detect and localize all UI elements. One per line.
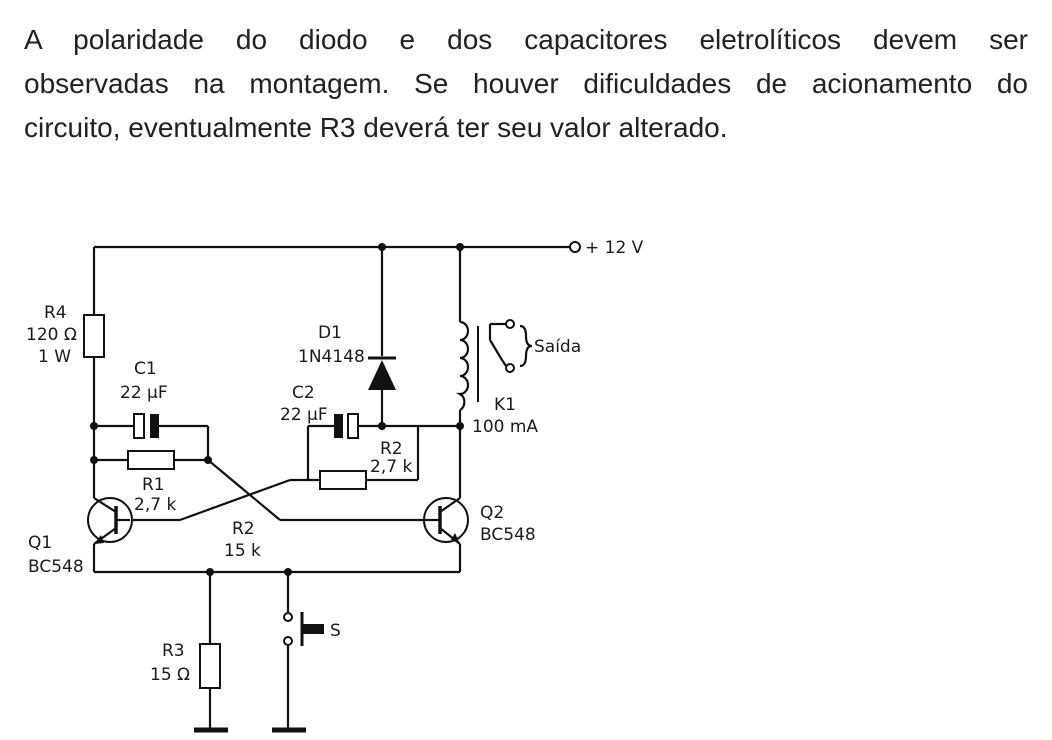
- c1-value: 22 µF: [120, 383, 168, 403]
- resistor-r1: R1 2,7 k: [90, 450, 212, 515]
- resistor-r4: R4 120 Ω 1 W: [26, 247, 105, 498]
- r1-name: R1: [142, 475, 165, 495]
- supply-rail: + 12 V: [94, 238, 644, 258]
- resistor-r3: R3 15 Ω: [150, 572, 228, 733]
- q2-name: Q2: [480, 503, 504, 523]
- capacitor-c2: C2 22 µF: [280, 383, 464, 480]
- circuit-diagram: + 12 V R4 120 Ω 1 W C1 22 µF R1 2,7 k: [26, 238, 644, 733]
- k1-output-label: Saída: [534, 337, 581, 357]
- r2-top-value: 2,7 k: [370, 457, 412, 477]
- r4-name: R4: [44, 303, 67, 323]
- r2-mid-name: R2: [232, 519, 255, 539]
- c1-name: C1: [134, 359, 157, 379]
- emitter-rail: [94, 568, 460, 576]
- r2-top-name: R2: [380, 439, 403, 459]
- instruction-paragraph: A polaridade do diodo e dos capacitores …: [24, 18, 1028, 150]
- r3-name: R3: [162, 641, 185, 661]
- switch-label: S: [330, 621, 341, 641]
- r4-power: 1 W: [38, 347, 71, 367]
- transistor-q2: Q2 BC548: [423, 497, 536, 572]
- k1-name: K1: [494, 395, 516, 415]
- transistor-q1: Q1 BC548: [28, 497, 133, 577]
- supply-label: + 12 V: [585, 238, 644, 258]
- r3-value: 15 Ω: [150, 665, 190, 685]
- q2-part: BC548: [480, 525, 536, 545]
- resistor-r2-top: R2 2,7 k: [308, 426, 420, 490]
- q1-name: Q1: [28, 533, 52, 553]
- r2-mid-value: 15 k: [224, 541, 261, 561]
- d1-name: D1: [318, 323, 342, 343]
- paragraph-line-2: observadas na montagem. Se houver dificu…: [24, 68, 1028, 99]
- r4-value: 120 Ω: [26, 325, 77, 345]
- c2-name: C2: [292, 383, 315, 403]
- q1-part: BC548: [28, 557, 84, 577]
- paragraph-line-1: A polaridade do diodo e dos capacitores …: [24, 24, 1028, 55]
- r1-value: 2,7 k: [134, 495, 176, 515]
- d1-part: 1N4148: [298, 347, 365, 367]
- capacitor-c1: C1 22 µF: [90, 359, 210, 460]
- paragraph-line-3: circuito, eventualmente R3 deverá ter se…: [24, 112, 728, 143]
- cross-coupling: R2 15 k: [130, 459, 424, 561]
- relay-k1: Saída K1 100 mA: [455, 247, 581, 498]
- switch-s: S: [272, 572, 341, 733]
- c2-value: 22 µF: [280, 405, 328, 425]
- k1-value: 100 mA: [472, 417, 538, 437]
- diode-d1: D1 1N4148: [298, 247, 396, 426]
